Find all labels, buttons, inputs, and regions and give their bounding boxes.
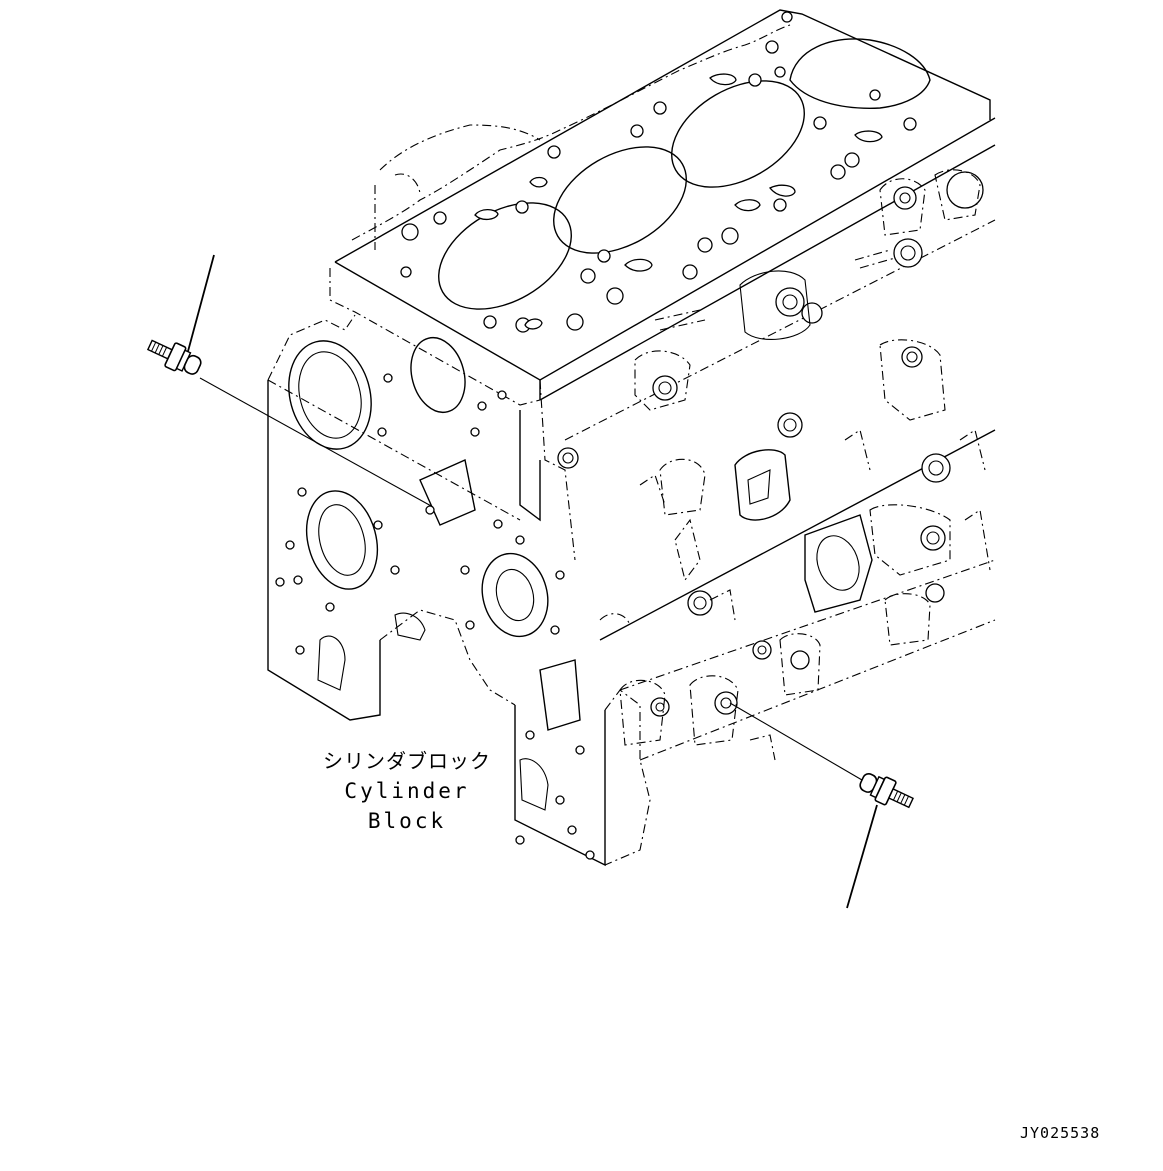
leader-line: [846, 804, 878, 909]
side-bosses: [557, 171, 984, 717]
drawing-reference-id: JY025538: [1020, 1124, 1101, 1142]
cylinder-block-illustration: [267, 9, 996, 867]
sensor-fitting-icon: [146, 254, 434, 508]
sensor-fitting-icon: [729, 702, 914, 909]
part-label: シリンダブロック Cylinder Block: [312, 746, 502, 836]
front-holes: [275, 373, 595, 860]
leader-line: [729, 702, 863, 781]
part-label-japanese: シリンダブロック: [323, 749, 491, 773]
leader-line: [186, 254, 215, 356]
leader-line: [199, 377, 434, 508]
part-label-english: Cylinder Block: [344, 779, 470, 833]
deck-holes: [400, 11, 917, 333]
